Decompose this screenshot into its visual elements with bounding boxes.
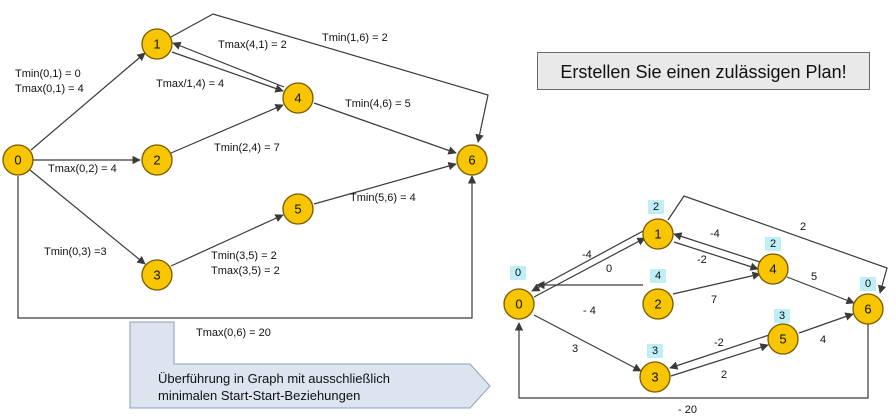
label-tmin56: Tmin(5,6) = 4 <box>350 192 416 204</box>
svg-text:1: 1 <box>153 37 160 52</box>
transform-arrow-line1: Überführung in Graph mit ausschließlich <box>158 371 390 386</box>
redge-1-4 <box>673 241 759 271</box>
svg-text:3: 3 <box>153 268 160 283</box>
badge-node-0: 0 <box>510 266 526 280</box>
svg-text:6: 6 <box>864 302 871 317</box>
redge-2-4 <box>672 271 761 295</box>
label-tmin24: Tmin(2,4) = 7 <box>214 142 280 154</box>
label-tmin16: Tmin(1,6) = 2 <box>322 32 388 44</box>
redge-3-5 <box>670 343 769 377</box>
weight-4-1: -4 <box>710 228 720 240</box>
redge-1-6 <box>667 195 888 294</box>
task-callout: Erstellen Sie einen zulässigen Plan! <box>537 52 870 90</box>
right-graph: 0 1 2 3 4 5 6 0 2 4 3 2 3 0 -4 0 -4 -2 2… <box>503 195 888 416</box>
badge-node-6: 0 <box>860 277 876 291</box>
right-node-2: 2 <box>642 288 674 320</box>
redge-5-3 <box>669 334 770 370</box>
svg-text:3: 3 <box>652 345 658 357</box>
svg-text:4: 4 <box>769 262 776 277</box>
redge-1-0 <box>531 229 646 292</box>
svg-text:3: 3 <box>779 310 785 322</box>
redge-0-3 <box>533 314 642 372</box>
edge-4-1 <box>172 41 285 88</box>
weight-0-1: 0 <box>606 263 612 275</box>
weight-2-4: 7 <box>711 294 717 306</box>
left-node-3: 3 <box>141 259 173 291</box>
label-tmax02: Tmax(0,2) = 4 <box>48 163 117 175</box>
redge-4-1 <box>673 232 761 263</box>
transform-arrow-line2: minimalen Start-Start-Beziehungen <box>158 388 360 403</box>
edge-2-4 <box>170 104 284 154</box>
label-tmax06: Tmax(0,6) = 20 <box>196 327 271 339</box>
svg-text:0: 0 <box>515 297 522 312</box>
svg-text:3: 3 <box>651 370 658 385</box>
left-node-6: 6 <box>456 144 488 176</box>
svg-text:1: 1 <box>654 227 661 242</box>
edge-3-5 <box>170 214 284 267</box>
transform-arrow: Überführung in Graph mit ausschließlich … <box>129 321 491 409</box>
weight-4-6: 5 <box>811 271 817 283</box>
left-node-0: 0 <box>2 144 34 176</box>
weight-6-0: - 20 <box>678 404 697 416</box>
weight-1-4: -2 <box>697 254 707 266</box>
right-node-3: 3 <box>639 361 671 393</box>
edge-4-6 <box>313 102 457 155</box>
svg-text:5: 5 <box>779 332 786 347</box>
svg-text:0: 0 <box>515 267 521 279</box>
edge-5-6 <box>313 162 457 205</box>
svg-text:2: 2 <box>770 238 776 250</box>
left-node-2: 2 <box>141 144 173 176</box>
badge-node-4: 2 <box>765 237 781 251</box>
right-node-1: 1 <box>642 218 674 250</box>
redge-5-6 <box>798 312 854 334</box>
label-tmin35: Tmin(3,5) = 2 <box>211 250 277 262</box>
svg-text:2: 2 <box>653 201 659 213</box>
label-tmin46: Tmin(4,6) = 5 <box>345 98 411 110</box>
redge-0-1 <box>533 237 646 298</box>
svg-text:4: 4 <box>655 270 661 282</box>
label-tmax14: Tmax/1,4) = 4 <box>156 78 224 90</box>
svg-text:2: 2 <box>153 153 160 168</box>
badge-node-5: 3 <box>774 309 790 323</box>
edge-0-1 <box>30 52 146 151</box>
weight-5-6: 4 <box>820 334 826 346</box>
label-tmin03: Tmin(0,3) =3 <box>44 246 107 258</box>
svg-text:5: 5 <box>294 202 301 217</box>
weight-1-0: -4 <box>582 249 592 261</box>
weight-2-0: - 4 <box>583 305 596 317</box>
label-tmin01: Tmin(0,1) = 0 <box>15 68 81 80</box>
left-node-5: 5 <box>282 193 314 225</box>
weight-0-3: 3 <box>572 343 578 355</box>
label-tmax01: Tmax(0,1) = 4 <box>15 83 84 95</box>
right-node-6: 6 <box>852 293 884 325</box>
edge-1-4 <box>171 51 284 93</box>
redge-6-0 <box>514 320 869 399</box>
left-node-4: 4 <box>282 82 314 114</box>
edge-0-3 <box>29 169 146 265</box>
svg-text:4: 4 <box>294 91 301 106</box>
svg-text:6: 6 <box>468 153 475 168</box>
badge-node-1: 2 <box>648 200 664 214</box>
edge-1-6 <box>170 13 489 143</box>
label-tmax35: Tmax(3,5) = 2 <box>211 265 280 277</box>
right-node-5: 5 <box>767 323 799 355</box>
left-graph: 0 1 2 3 4 5 6 Tmin(0,1) = 0 Tmax(0,1) = … <box>2 13 489 339</box>
redge-4-6 <box>786 276 855 305</box>
weight-5-3: -2 <box>714 337 724 349</box>
weight-1-6: 2 <box>800 221 806 233</box>
right-node-4: 4 <box>757 253 789 285</box>
badge-node-2: 4 <box>650 269 666 283</box>
svg-text:2: 2 <box>654 297 661 312</box>
label-tmax41: Tmax(4,1) = 2 <box>218 39 287 51</box>
edge-0-6 <box>17 175 477 319</box>
svg-text:0: 0 <box>865 278 871 290</box>
left-node-1: 1 <box>141 28 173 60</box>
svg-text:0: 0 <box>14 153 21 168</box>
right-node-0: 0 <box>503 288 535 320</box>
badge-node-3: 3 <box>647 344 663 358</box>
weight-3-5: 2 <box>721 369 727 381</box>
